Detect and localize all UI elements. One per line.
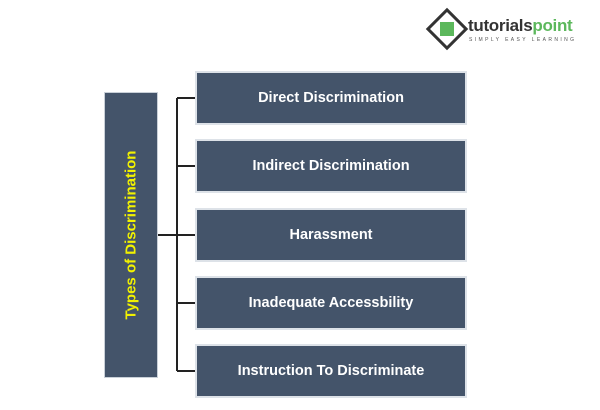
branch-connector — [177, 302, 195, 304]
tutorialspoint-logo: tutorialspoint SIMPLY EASY LEARNING — [425, 7, 598, 51]
root-connector — [158, 234, 177, 236]
branch-connector — [177, 165, 195, 167]
root-node: Types of Discrimination — [104, 92, 158, 378]
type-node-accessibility: Inadequate Accessbility — [195, 276, 467, 330]
branch-connector — [177, 370, 195, 372]
branch-connector — [177, 234, 195, 236]
type-node-harassment: Harassment — [195, 208, 467, 262]
type-node-instruction: Instruction To Discriminate — [195, 344, 467, 398]
logo-name-dark: tutorials — [468, 16, 533, 35]
logo-tagline: SIMPLY EASY LEARNING — [469, 37, 577, 43]
logo-book-icon — [425, 7, 469, 51]
type-node-direct: Direct Discrimination — [195, 71, 467, 125]
type-node-indirect: Indirect Discrimination — [195, 139, 467, 193]
root-label: Types of Discrimination — [122, 150, 140, 320]
branch-connector — [177, 97, 195, 99]
logo-name-green: point — [532, 16, 573, 35]
